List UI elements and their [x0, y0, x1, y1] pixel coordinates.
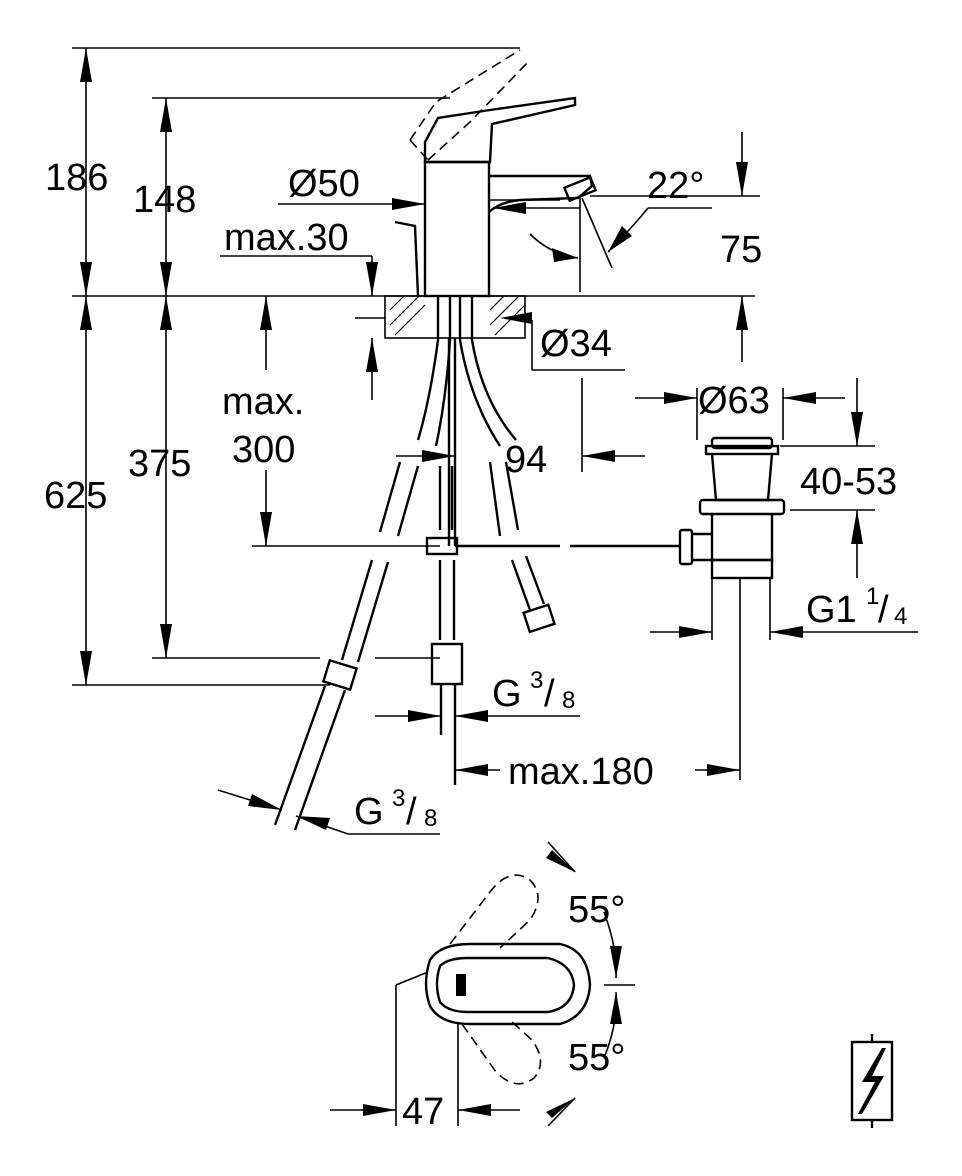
- label-55deg-bottom: 55°: [568, 1037, 625, 1079]
- label-375: 375: [128, 443, 191, 485]
- label-g1-num: 1: [866, 583, 879, 610]
- label-max30: max.30: [224, 217, 349, 259]
- label-47: 47: [402, 1091, 444, 1133]
- label-d50: Ø50: [288, 163, 360, 205]
- label-g-center-slash: /: [544, 673, 555, 715]
- label-94: 94: [505, 439, 547, 481]
- lever-top-view: [330, 841, 635, 1127]
- label-625: 625: [44, 475, 107, 517]
- label-75: 75: [720, 229, 762, 271]
- hoses: [273, 296, 680, 831]
- dimension-94: [396, 378, 645, 472]
- dimension-d63: [635, 388, 845, 440]
- label-g-hose-num: 3: [392, 785, 405, 812]
- dimension-max30: [220, 255, 378, 400]
- dimension-max-300: [260, 296, 272, 546]
- label-g-center: G: [492, 673, 522, 715]
- label-g-hose-slash: /: [406, 791, 417, 833]
- dimension-75: [590, 132, 760, 362]
- dimension-625: [80, 296, 92, 685]
- label-g-center-num: 3: [530, 667, 543, 694]
- dimension-d34: [500, 312, 625, 371]
- lightning-icon: [850, 1034, 894, 1128]
- deck-section: [355, 295, 526, 339]
- label-186: 186: [45, 157, 108, 199]
- dimension-g3-8-center: [375, 710, 580, 722]
- label-148: 148: [133, 179, 196, 221]
- dimension-g1-1-4: [650, 626, 918, 638]
- label-d34: Ø34: [540, 323, 612, 365]
- label-g-center-den: 8: [562, 687, 575, 714]
- dimension-375: [160, 296, 172, 658]
- label-22deg: 22°: [647, 165, 704, 207]
- label-300: 300: [232, 429, 295, 471]
- label-g1-den: 4: [894, 603, 907, 630]
- dimension-148: [160, 98, 172, 296]
- label-g-hose-den: 8: [424, 805, 437, 832]
- label-g1: G1: [806, 589, 857, 631]
- dimension-22deg: [493, 197, 712, 292]
- dimension-g3-8-hose: [217, 789, 440, 835]
- label-g1-slash: /: [878, 589, 889, 631]
- dimension-40-53: [780, 378, 875, 578]
- label-55deg-top: 55°: [568, 889, 625, 931]
- dimension-max180: [455, 764, 740, 776]
- dimension-186: [80, 48, 92, 296]
- label-g-hose: G: [354, 791, 384, 833]
- label-max: max.: [222, 381, 304, 423]
- waste-fitting: [678, 436, 786, 780]
- label-d63: Ø63: [698, 380, 770, 422]
- dimension-d50: [278, 198, 425, 210]
- label-40-53: 40-53: [800, 461, 897, 503]
- label-max180: max.180: [508, 751, 654, 793]
